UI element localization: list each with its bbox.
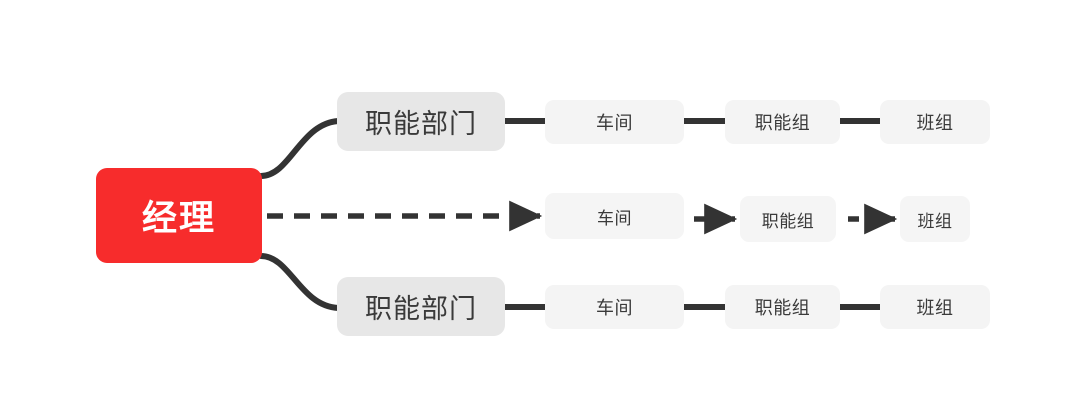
- node-middle-workshop[interactable]: 车间: [545, 193, 684, 239]
- node-top-functional-group[interactable]: 职能组: [725, 100, 840, 144]
- edge-root-to-bottom-dept: [258, 253, 341, 311]
- node-top-department[interactable]: 职能部门: [337, 92, 505, 151]
- node-label: 车间: [596, 113, 633, 133]
- node-bottom-department[interactable]: 职能部门: [337, 277, 505, 336]
- node-top-team[interactable]: 班组: [880, 100, 990, 144]
- node-label: 车间: [596, 298, 633, 318]
- node-bottom-team[interactable]: 班组: [880, 285, 990, 329]
- node-label: 职能组: [754, 113, 811, 133]
- node-label: 班组: [916, 298, 954, 318]
- node-label: 职能组: [761, 211, 815, 231]
- root-node-label: 经理: [141, 199, 216, 238]
- node-top-workshop[interactable]: 车间: [545, 100, 684, 144]
- node-label: 职能部门: [365, 294, 477, 324]
- node-label: 职能部门: [365, 109, 477, 139]
- node-bottom-functional-group[interactable]: 职能组: [725, 285, 840, 329]
- node-label: 班组: [916, 113, 954, 133]
- node-label: 车间: [597, 208, 632, 228]
- node-middle-team[interactable]: 班组: [900, 196, 970, 242]
- node-label: 职能组: [754, 298, 811, 318]
- node-label: 班组: [917, 211, 953, 231]
- node-middle-functional-group[interactable]: 职能组: [740, 196, 836, 242]
- node-bottom-workshop[interactable]: 车间: [545, 285, 684, 329]
- edge-root-to-top-dept: [258, 118, 341, 179]
- root-node-manager[interactable]: 经理: [96, 168, 262, 263]
